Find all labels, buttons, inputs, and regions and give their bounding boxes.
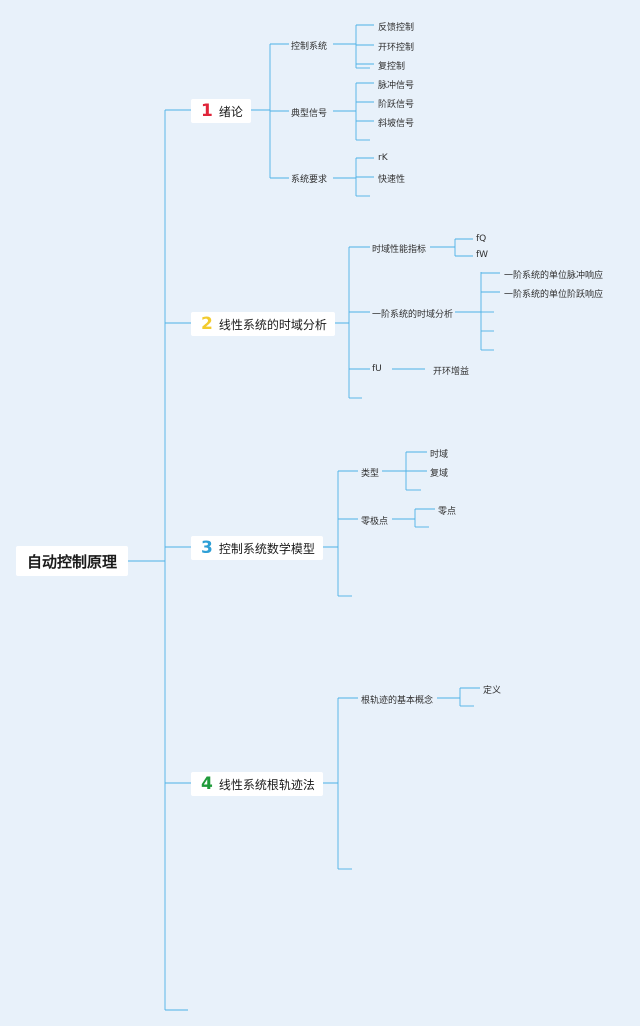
- chapter-1-node[interactable]: 1 绪论: [191, 99, 251, 123]
- chapter-2-node[interactable]: 2 线性系统的时域分析: [191, 312, 335, 336]
- item-feedback-control[interactable]: 反馈控制: [378, 23, 415, 33]
- chapter-1-title: 绪论: [218, 104, 243, 119]
- item-fw[interactable]: fW: [476, 250, 489, 260]
- section-fu[interactable]: fU: [372, 364, 382, 374]
- chapter-3-title: 控制系统数学模型: [218, 541, 315, 556]
- item-impulse-signal[interactable]: 脉冲信号: [378, 81, 415, 91]
- section-types[interactable]: 类型: [361, 469, 380, 479]
- item-zeros[interactable]: 零点: [438, 507, 457, 517]
- item-unit-impulse-response[interactable]: 一阶系统的单位脉冲响应: [504, 271, 604, 281]
- item-fq[interactable]: fQ: [476, 234, 487, 244]
- chapter-4-number: 4: [201, 774, 213, 794]
- section-typical-signals[interactable]: 典型信号: [291, 109, 328, 119]
- item-step-signal[interactable]: 阶跃信号: [378, 100, 415, 110]
- item-unit-step-response[interactable]: 一阶系统的单位阶跃响应: [504, 290, 604, 300]
- root-topic[interactable]: 自动控制原理: [16, 546, 128, 576]
- item-complex-domain[interactable]: 复域: [430, 469, 449, 479]
- chapter-2-number: 2: [201, 314, 213, 334]
- item-rapidity[interactable]: 快速性: [378, 175, 406, 185]
- item-rk[interactable]: rK: [378, 153, 388, 163]
- item-time-domain[interactable]: 时域: [430, 450, 449, 460]
- item-ramp-signal[interactable]: 斜坡信号: [378, 119, 415, 129]
- item-definition[interactable]: 定义: [483, 686, 502, 696]
- chapter-4-title: 线性系统根轨迹法: [218, 777, 315, 792]
- item-open-loop-control[interactable]: 开环控制: [378, 43, 415, 53]
- section-root-locus-concepts[interactable]: 根轨迹的基本概念: [361, 696, 434, 706]
- chapter-4-node[interactable]: 4 线性系统根轨迹法: [191, 772, 323, 796]
- section-first-order-analysis[interactable]: 一阶系统的时域分析: [372, 310, 454, 320]
- chapter-2-title: 线性系统的时域分析: [218, 317, 327, 332]
- chapter-3-number: 3: [201, 538, 213, 558]
- section-time-domain-indices[interactable]: 时域性能指标: [372, 245, 427, 255]
- section-control-systems[interactable]: 控制系统: [291, 42, 328, 52]
- section-zeros-poles[interactable]: 零极点: [361, 517, 389, 527]
- item-open-loop-gain[interactable]: 开环增益: [433, 367, 470, 377]
- section-system-requirements[interactable]: 系统要求: [291, 175, 328, 185]
- item-compound-control[interactable]: 复控制: [378, 62, 406, 72]
- chapter-3-node[interactable]: 3 控制系统数学模型: [191, 536, 323, 560]
- chapter-1-number: 1: [201, 101, 213, 121]
